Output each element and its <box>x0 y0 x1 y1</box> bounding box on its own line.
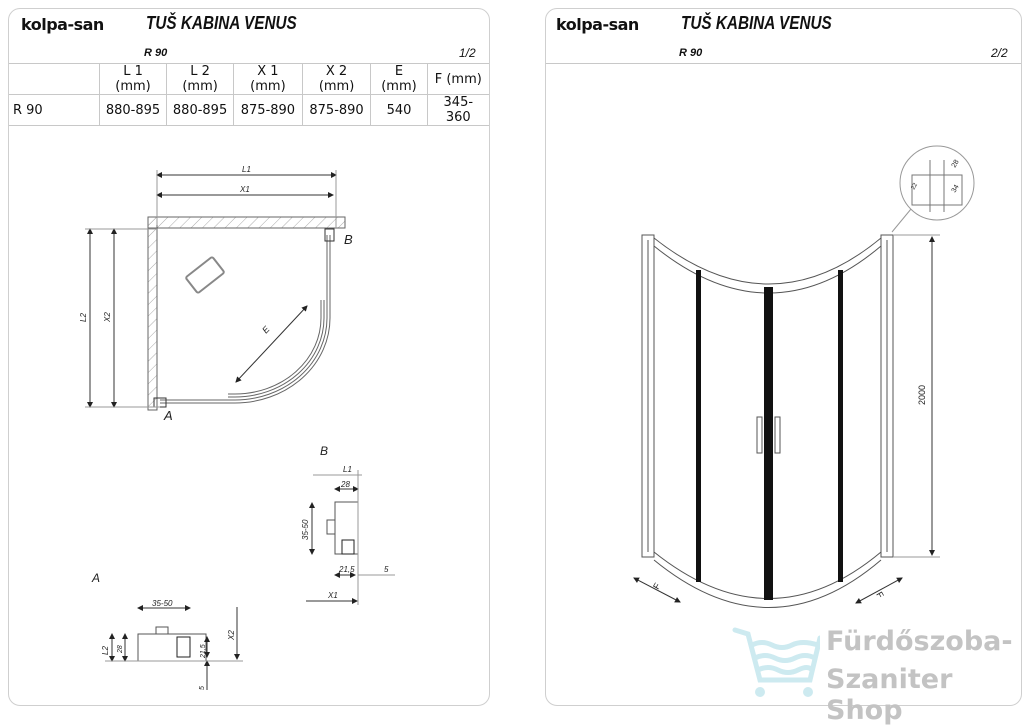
detail-b-height: 35-50 <box>301 519 310 540</box>
table-cell: 540 <box>370 94 428 126</box>
detail-a-gap: 5 <box>199 686 206 690</box>
model-label: R 90 <box>144 47 168 59</box>
door-handle-left <box>756 416 763 454</box>
front-elevation <box>633 145 975 608</box>
profile-detail-circle <box>899 145 975 221</box>
header-divider <box>546 63 1021 64</box>
wall-left <box>147 216 158 411</box>
watermark-line-1: Fürdőszoba- <box>826 626 1013 657</box>
shopping-cart-icon <box>732 627 820 697</box>
detail-a-width: 35-50 <box>152 599 173 608</box>
frame-bar <box>696 270 701 582</box>
detail-a-l2: L2 <box>101 646 110 655</box>
frame-bar <box>838 270 843 582</box>
detail-b-width: 28 <box>340 480 350 489</box>
sheet-title: TUŠ KABINA VENUS <box>146 13 297 33</box>
table-cell: 875-890 <box>233 94 303 126</box>
dim-height: 2000 <box>917 385 927 405</box>
header-cell: L 2 (mm) <box>166 63 235 95</box>
model-label: R 90 <box>679 47 703 59</box>
table-cell: R 90 <box>9 94 100 126</box>
detail-b-l1: L1 <box>343 465 352 474</box>
door-handle-right <box>774 416 781 454</box>
dim-x2: X2 <box>103 312 112 323</box>
watermark-line-2: Szaniter Shop <box>826 664 953 726</box>
header-cell: F (mm) <box>426 63 489 95</box>
page-number: 2/2 <box>991 46 1008 60</box>
sheet-2: kolpa-san TUŠ KABINA VENUS R 90 2/2 <box>545 8 1022 706</box>
page-number: 1/2 <box>459 46 476 60</box>
dim-e: E <box>260 323 272 335</box>
header-cell: E (mm) <box>370 63 428 95</box>
table-cell: 345-360 <box>426 94 489 126</box>
table-cell: 880-895 <box>98 94 168 126</box>
detail-b-depth: 21,5 <box>338 565 355 574</box>
dim-l1: L1 <box>242 165 251 174</box>
detail-b-x1: X1 <box>327 591 338 600</box>
plan-view <box>85 170 346 411</box>
tray-outline <box>160 235 331 404</box>
table-cell: 875-890 <box>301 94 372 126</box>
dim-f-left: F <box>651 581 663 591</box>
header-cell: X 1 (mm) <box>233 63 303 95</box>
sheet-title: TUŠ KABINA VENUS <box>681 13 832 33</box>
detail-a-height: 28 <box>117 645 124 654</box>
center-bar <box>764 287 773 600</box>
dim-l2: L2 <box>79 313 88 322</box>
profile-channel: 22 <box>911 182 920 191</box>
table-row: R 90 880-895 880-895 875-890 875-890 540… <box>9 94 489 126</box>
drain-icon <box>185 256 225 294</box>
dim-x1: X1 <box>239 185 250 194</box>
detail-marker-b: B <box>344 232 353 247</box>
watermark: Fürdőszoba- Szaniter Shop <box>730 620 1020 726</box>
header-cell: L 1 (mm) <box>98 63 168 95</box>
detail-b <box>306 470 395 605</box>
technical-drawings: L1 X1 L2 X2 E A B B L1 28 35-50 21,5 5 X… <box>79 145 975 690</box>
detail-b-title: B <box>320 444 328 458</box>
detail-a-x2: X2 <box>227 630 236 641</box>
detail-b-gap: 5 <box>384 565 389 574</box>
detail-marker-a: A <box>163 408 173 423</box>
profile-height: 34 <box>951 184 961 194</box>
table-cell: 880-895 <box>166 94 235 126</box>
detail-a-title: A <box>91 571 100 585</box>
detail-a <box>105 605 243 690</box>
dimension-table: L 1 (mm) L 2 (mm) X 1 (mm) X 2 (mm) E (m… <box>9 63 489 126</box>
header-cell <box>9 63 100 95</box>
dim-f-right: F <box>874 590 886 600</box>
wall-top <box>147 216 346 229</box>
detail-a-depth: 21,5 <box>200 644 207 659</box>
brand-logo: kolpa-san <box>556 15 639 34</box>
profile-width: 28 <box>951 159 961 169</box>
brand-logo: kolpa-san <box>21 15 104 34</box>
